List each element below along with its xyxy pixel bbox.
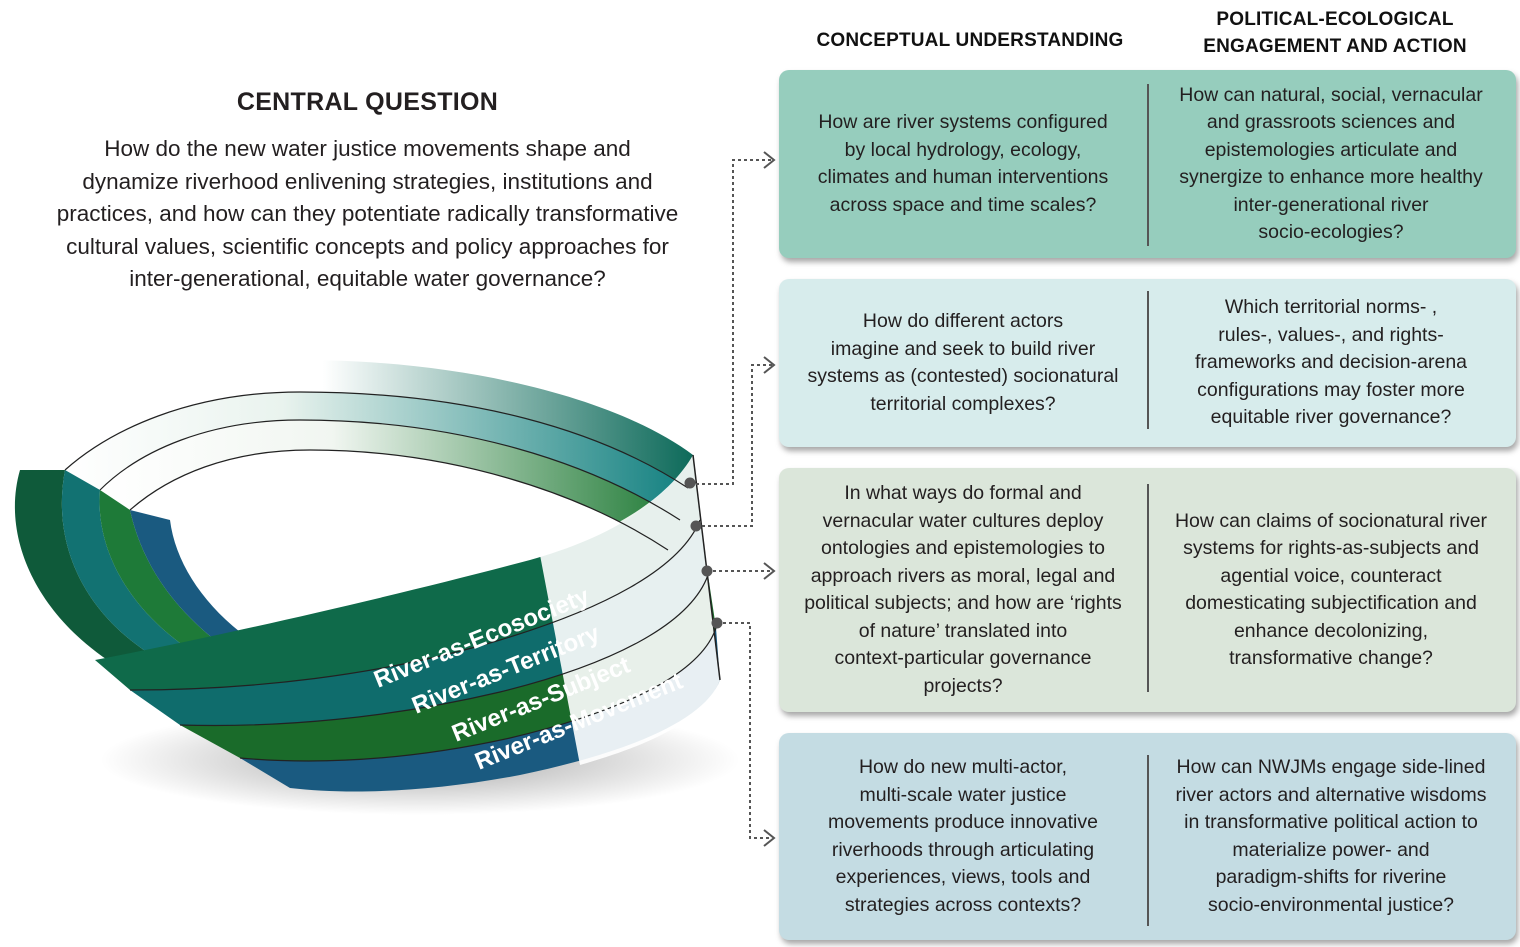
- band-stripe-line: [129, 519, 701, 691]
- question-line: systems for rights-as-subjects and: [1183, 537, 1479, 559]
- central-question-text: How do the new water justice movements s…: [40, 133, 695, 296]
- column-header-conceptual: CONCEPTUAL UNDERSTANDING: [816, 30, 1124, 51]
- connector-arrow-4: [763, 829, 776, 847]
- question-line: climates and human interventions: [817, 166, 1109, 188]
- band-top-stripe-3: [100, 420, 680, 550]
- column-header-political: POLITICAL-ECOLOGICAL ENGAGEMENT AND ACTI…: [1165, 6, 1505, 60]
- conceptual-question-1: How are river systems configured by loca…: [793, 70, 1133, 258]
- row-divider: [1147, 291, 1149, 429]
- question-line: territorial complexes?: [870, 392, 1056, 415]
- question-line: equitable river governance?: [1210, 406, 1452, 429]
- connector-arrow-3: [763, 562, 776, 580]
- question-line: domesticating subjectification and: [1185, 592, 1477, 614]
- question-line: How can claims of socionatural river: [1174, 509, 1488, 532]
- question-line: by local hydrology, ecology,: [844, 138, 1082, 161]
- question-line: agential voice, counteract: [1220, 564, 1442, 587]
- question-line: configurations may foster more: [1197, 378, 1465, 401]
- band-stripe-line: [99, 419, 681, 521]
- question-row-3: In what ways do formal and vernacular wa…: [779, 468, 1516, 712]
- question-line: approach rivers as moral, legal and: [810, 564, 1116, 587]
- question-line: materialize power- and: [1232, 838, 1430, 861]
- question-line: and grassroots sciences and: [1206, 111, 1456, 133]
- band-left-stripe-green: [99, 490, 215, 650]
- band-left-stripe-blue: [130, 510, 240, 640]
- column-header-political-line2: ENGAGEMENT AND ACTION: [1203, 36, 1467, 57]
- question-line: projects?: [923, 674, 1003, 697]
- question-line: How do new multi-actor,: [858, 756, 1068, 778]
- political-question-4: How can NWJMs engage side-lined river ac…: [1163, 733, 1499, 940]
- question-line: vernacular water cultures deploy: [822, 509, 1104, 532]
- conceptual-question-3: In what ways do formal and vernacular wa…: [793, 468, 1133, 712]
- question-line: socio-environmental justice?: [1207, 893, 1455, 916]
- central-question-line: How do the new water justice movements s…: [104, 136, 631, 161]
- row-divider: [1147, 755, 1149, 926]
- question-line: How can NWJMs engage side-lined: [1176, 756, 1486, 778]
- question-line: imagine and seek to build river: [830, 337, 1096, 360]
- question-line: rules-, values-, and rights-: [1218, 323, 1444, 346]
- band-top-stripe-2: [65, 392, 688, 520]
- band-stripe-line: [64, 391, 689, 489]
- question-line: ontologies and epistemologies to: [820, 537, 1106, 559]
- central-question-title: CENTRAL QUESTION: [236, 88, 499, 116]
- question-line: context-particular governance: [834, 647, 1092, 669]
- question-line: frameworks and decision-arena: [1194, 351, 1468, 374]
- question-line: paradigm-shifts for riverine: [1215, 866, 1447, 888]
- political-question-1: How can natural, social, vernacular and …: [1163, 70, 1499, 258]
- row-divider: [1147, 484, 1149, 692]
- central-question-line: inter-generational, equitable water gove…: [129, 266, 606, 291]
- connector-dot-2: [690, 520, 702, 532]
- central-question-line: practices, and how can they potentiate r…: [56, 201, 679, 226]
- connector-arrow-2: [763, 356, 776, 374]
- question-line: How do different actors: [862, 310, 1064, 332]
- question-line: In what ways do formal and: [844, 482, 1082, 504]
- central-question-line: cultural values, scientific concepts and…: [66, 233, 669, 259]
- question-line: How can natural, social, vernacular: [1179, 83, 1483, 106]
- question-line: in transformative political action to: [1184, 811, 1478, 833]
- band-left-stripe-dark: [14, 470, 160, 668]
- band-left-stripe-teal: [61, 470, 190, 660]
- band-stripe-line: [239, 627, 717, 762]
- question-line: transformative change?: [1229, 647, 1433, 669]
- connector-dot-1: [684, 477, 696, 489]
- connector-line-1: [696, 159, 772, 485]
- question-line: strategies across contexts?: [844, 893, 1082, 916]
- question-row-4: How do new multi-actor, multi-scale wate…: [779, 733, 1516, 940]
- question-row-2: How do different actors imagine and seek…: [779, 279, 1516, 447]
- question-line: epistemologies articulate and: [1204, 138, 1458, 161]
- connector-line-4: [723, 622, 772, 839]
- question-row-1: How are river systems configured by loca…: [779, 70, 1516, 258]
- column-header-political-line1: POLITICAL-ECOLOGICAL: [1216, 9, 1454, 30]
- question-line: systems as (contested) socionatural: [807, 365, 1119, 387]
- question-line: socio-ecologies?: [1258, 221, 1404, 243]
- connector-dot-4: [711, 617, 723, 629]
- question-line: How are river systems configured: [818, 111, 1108, 133]
- question-line: riverhoods through articulating: [831, 838, 1095, 861]
- band-front-stripe-ecosociety: [95, 455, 700, 690]
- question-line: experiences, views, tools and: [835, 866, 1091, 888]
- question-line: of nature’ translated into: [858, 619, 1068, 642]
- connector-line-2: [702, 364, 772, 527]
- connector-dot-3: [701, 565, 713, 577]
- question-line: river actors and alternative wisdoms: [1175, 783, 1487, 806]
- question-line: political subjects; and how are ‘rights: [804, 592, 1122, 614]
- conceptual-question-4: How do new multi-actor, multi-scale wate…: [793, 733, 1133, 940]
- political-question-3: How can claims of socionatural river sys…: [1163, 468, 1499, 712]
- question-line: across space and time scales?: [829, 193, 1097, 216]
- question-line: synergize to enhance more healthy: [1179, 166, 1483, 188]
- central-question-line: dynamize riverhood enlivening strategies…: [82, 168, 653, 194]
- question-line: inter-generational river: [1233, 193, 1429, 216]
- band-stripe-line: [129, 449, 669, 551]
- question-line: movements produce innovative: [828, 811, 1098, 833]
- question-line: Which territorial norms- ,: [1224, 296, 1438, 319]
- political-question-2: Which territorial norms- , rules-, value…: [1163, 279, 1499, 447]
- band-stripe-line: [179, 574, 709, 727]
- question-line: multi-scale water justice: [859, 783, 1067, 806]
- band-top-stripe-1: [20, 360, 693, 488]
- band-front-highlight: [540, 455, 720, 765]
- row-divider: [1147, 84, 1149, 246]
- question-line: enhance decolonizing,: [1233, 619, 1429, 642]
- connector-arrow-1: [763, 151, 776, 169]
- conceptual-question-2: How do different actors imagine and seek…: [793, 279, 1133, 447]
